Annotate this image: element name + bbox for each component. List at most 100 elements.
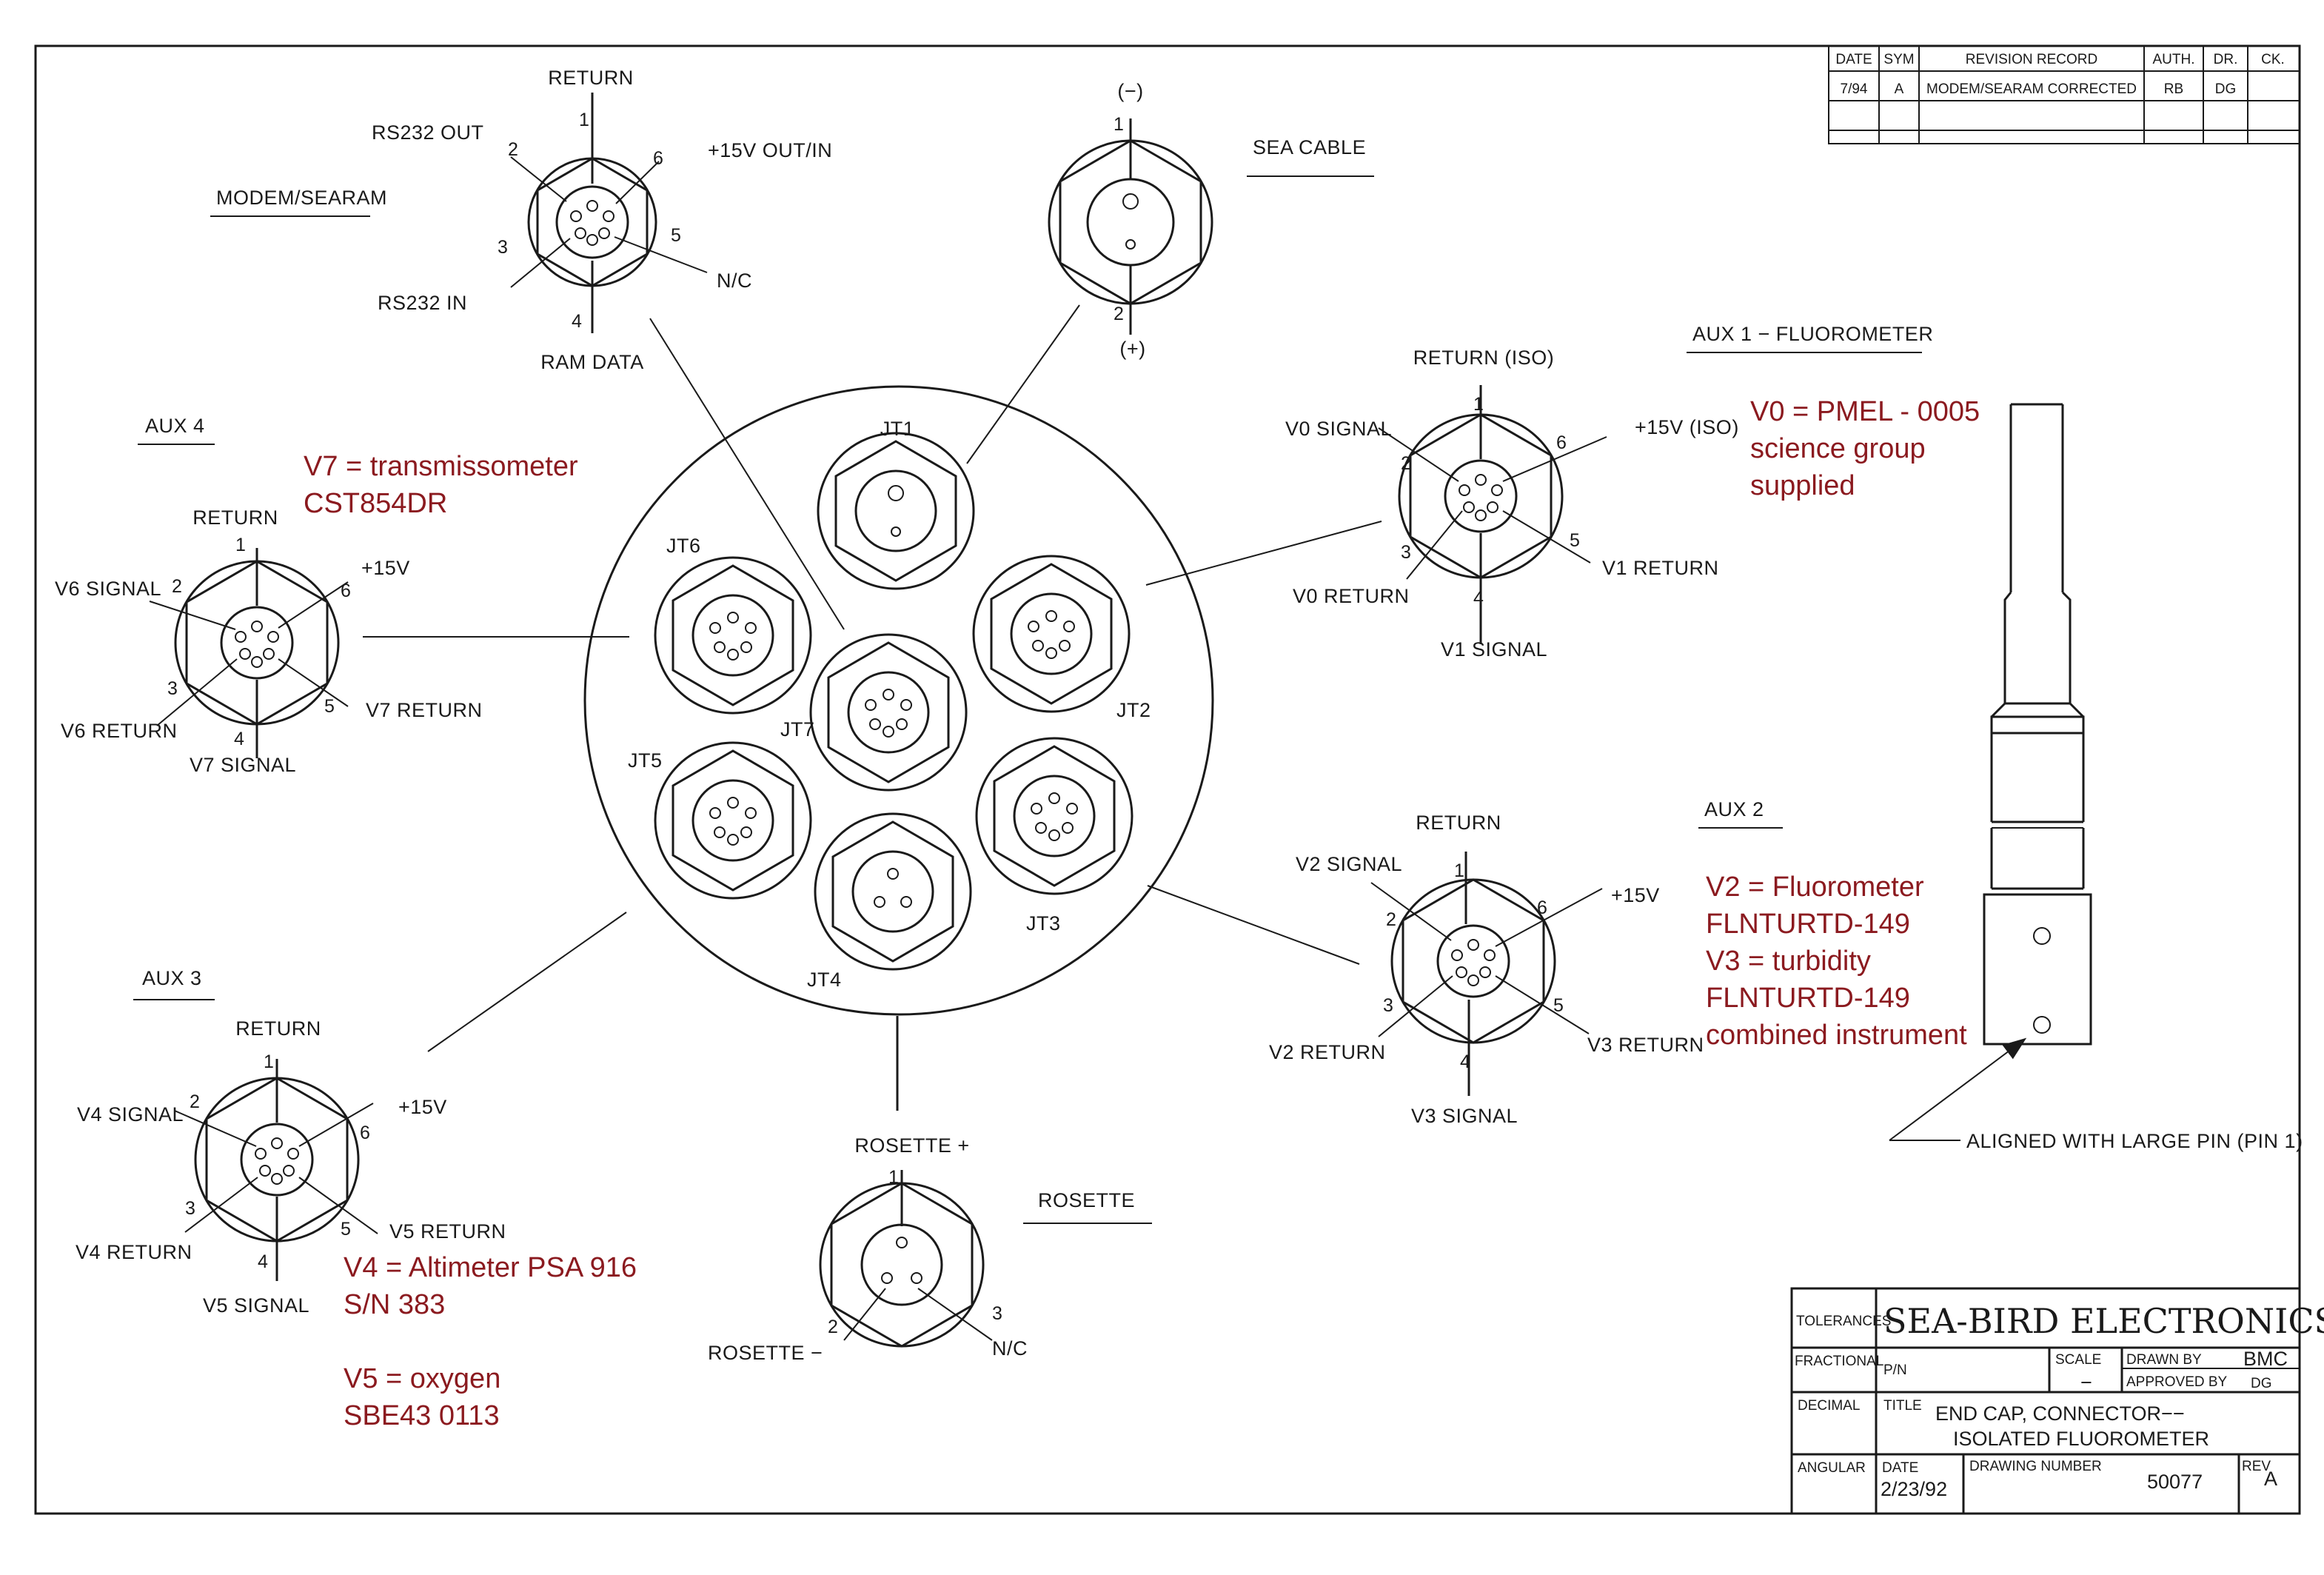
sea-cable-pin-2: 2	[1114, 304, 1124, 324]
tb-rev-label: REV	[2242, 1459, 2271, 1474]
annotation-v0: V0 = PMEL - 0005 science group supplied	[1750, 396, 1980, 501]
connector-modem: MODEM/SEARAM RETURN RS232 OUT RS232 IN R…	[210, 67, 832, 373]
jt5-label: JT5	[628, 749, 663, 772]
modem-pin-1: 1	[579, 110, 589, 130]
note-v2v3-line3: V3 = turbidity	[1706, 946, 1871, 977]
rosette-minus-label: ROSETTE −	[708, 1342, 823, 1364]
tb-title-line2: ISOLATED FLUOROMETER	[1953, 1428, 2209, 1450]
modem-pin-4: 4	[572, 311, 582, 332]
aux2-v2-return-label: V2 RETURN	[1269, 1041, 1386, 1063]
aux3-v5-signal-label: V5 SIGNAL	[203, 1294, 309, 1317]
tb-fractional-label: FRACTIONAL	[1795, 1354, 1883, 1369]
tb-scale-value: −	[2080, 1371, 2092, 1394]
rosette-pin-3: 3	[992, 1303, 1002, 1324]
jt3-label: JT3	[1026, 912, 1061, 934]
aux4-return-label: RETURN	[192, 506, 278, 529]
modem-title: MODEM/SEARAM	[216, 187, 387, 209]
modem-15v-label: +15V OUT/IN	[708, 139, 832, 161]
end-cap: JT1 JT2 JT3 JT4 JT5 JT6 JT7	[583, 385, 1214, 1016]
modem-ram-data-label: RAM DATA	[540, 351, 644, 373]
aux1-pin-6: 6	[1556, 432, 1567, 453]
rosette-title: ROSETTE	[1038, 1189, 1135, 1211]
aux1-v0-return-label: V0 RETURN	[1293, 585, 1410, 607]
side-view-connector: ALIGNED WITH LARGE PIN (PIN 1)	[1889, 403, 2303, 1152]
aux4-v7-signal-label: V7 SIGNAL	[190, 754, 296, 776]
rosette-nc-label: N/C	[992, 1337, 1028, 1360]
rev-header-date: DATE	[1835, 52, 1872, 67]
note-v4v5-line4: V5 = oxygen	[344, 1363, 500, 1394]
aux3-pin-1: 1	[264, 1051, 274, 1072]
tb-angular-label: ANGULAR	[1798, 1460, 1866, 1476]
connector-aux1: AUX 1 − FLUOROMETER RETURN (ISO) V0 SIGN…	[1285, 323, 1933, 661]
connector-aux2: AUX 2 RETURN V2 SIGNAL +15V V2 RETURN V3…	[1269, 798, 1783, 1127]
aux3-pin-2: 2	[190, 1091, 200, 1112]
aux1-pin-5: 5	[1570, 530, 1580, 551]
annotation-v7: V7 = transmissometer CST854DR	[304, 451, 578, 519]
annotation-v2-v3: V2 = Fluorometer FLNTURTD-149 V3 = turbi…	[1706, 872, 1967, 1051]
aux2-15v-label: +15V	[1611, 884, 1660, 906]
aux1-v1-signal-label: V1 SIGNAL	[1441, 638, 1547, 661]
note-v2v3-line2: FLNTURTD-149	[1706, 909, 1910, 940]
tb-drawing-number: 50077	[2147, 1471, 2203, 1493]
aligned-callout-label: ALIGNED WITH LARGE PIN (PIN 1)	[1966, 1130, 2303, 1152]
jt5-connector	[654, 741, 812, 900]
sea-cable-minus-label: (−)	[1117, 80, 1143, 102]
tb-approved-by-value: DG	[2251, 1376, 2272, 1391]
tb-scale-label: SCALE	[2055, 1352, 2101, 1368]
leader-lines	[363, 304, 1382, 1111]
aux3-v4-signal-label: V4 SIGNAL	[77, 1103, 184, 1126]
tb-pn-label: P/N	[1883, 1362, 1907, 1378]
note-v2v3-line5: combined instrument	[1706, 1020, 1967, 1051]
note-v2v3-line4: FLNTURTD-149	[1706, 983, 1910, 1014]
note-v7-line1: V7 = transmissometer	[304, 451, 578, 482]
aux1-pin-1: 1	[1473, 394, 1484, 415]
jt6-label: JT6	[666, 535, 701, 557]
modem-return-label: RETURN	[548, 67, 634, 89]
note-v2v3-line1: V2 = Fluorometer	[1706, 872, 1924, 903]
aux3-title: AUX 3	[142, 967, 202, 989]
jt1-label: JT1	[880, 418, 915, 440]
aux2-pin-6: 6	[1537, 897, 1547, 918]
aux4-pin-4: 4	[234, 729, 244, 749]
aux2-title: AUX 2	[1704, 798, 1764, 820]
tb-company-name: SEA-BIRD ELECTRONICS, INC	[1883, 1301, 2324, 1341]
note-v7-line2: CST854DR	[304, 488, 447, 519]
note-v0-line1: V0 = PMEL - 0005	[1750, 396, 1980, 427]
aux1-pin-2: 2	[1401, 453, 1411, 474]
jt6-connector	[654, 556, 812, 715]
aux3-v4-return-label: V4 RETURN	[76, 1241, 192, 1263]
title-block: TOLERANCES SEA-BIRD ELECTRONICS, INC FRA…	[1790, 1287, 2324, 1515]
connector-aux3: AUX 3 RETURN V4 SIGNAL +15V V4 RETURN V5…	[76, 967, 506, 1317]
modem-nc-label: N/C	[717, 270, 752, 292]
aux4-v7-return-label: V7 RETURN	[366, 699, 483, 721]
rev-cell-date: 7/94	[1841, 81, 1868, 97]
aux1-pin-4: 4	[1473, 588, 1484, 609]
jt7-connector	[809, 633, 968, 792]
aux4-pin-1: 1	[235, 535, 246, 555]
aux1-v1-return-label: V1 RETURN	[1602, 557, 1719, 579]
tb-date-value: 2/23/92	[1881, 1478, 1947, 1500]
aux1-v0-signal-label: V0 SIGNAL	[1285, 418, 1392, 440]
aux4-v6-signal-label: V6 SIGNAL	[55, 578, 161, 600]
aux3-pin-5: 5	[341, 1219, 351, 1240]
aux3-v5-return-label: V5 RETURN	[389, 1220, 506, 1243]
aux2-pin-4: 4	[1460, 1051, 1470, 1072]
connector-sea-cable: (−) (+) 1 2 SEA CABLE	[1048, 80, 1374, 360]
tb-drawn-by-value: BMC	[2243, 1348, 2288, 1370]
rev-cell-sym: A	[1895, 81, 1904, 97]
aux2-v3-signal-label: V3 SIGNAL	[1411, 1105, 1518, 1127]
modem-pin-3: 3	[498, 237, 508, 258]
tb-decimal-label: DECIMAL	[1798, 1398, 1860, 1414]
aux1-title: AUX 1 − FLUOROMETER	[1692, 323, 1933, 345]
aux1-15v-iso-label: +15V (ISO)	[1635, 416, 1739, 438]
aux2-pin-5: 5	[1553, 995, 1564, 1016]
aux2-pin-2: 2	[1386, 909, 1396, 930]
drawing-border	[34, 44, 2301, 1515]
jt3-connector	[975, 737, 1133, 895]
rosette-pin-1: 1	[888, 1167, 899, 1188]
rev-header-sym: SYM	[1883, 52, 1914, 67]
tb-title-line1: END CAP, CONNECTOR−−	[1935, 1402, 2185, 1425]
jt4-label: JT4	[807, 969, 842, 991]
sea-cable-title: SEA CABLE	[1253, 136, 1366, 158]
